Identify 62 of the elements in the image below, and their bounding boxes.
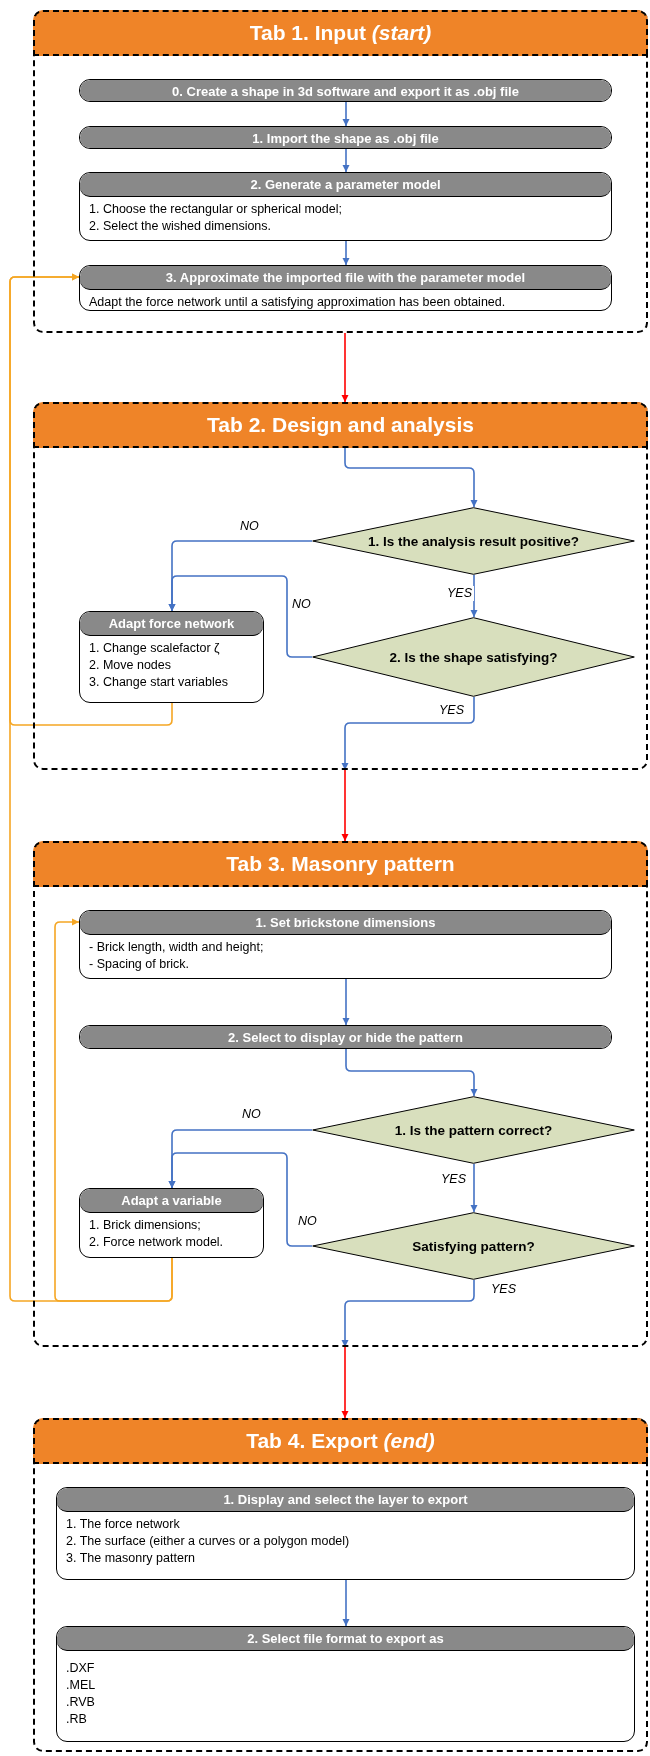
arrow (470, 574, 478, 618)
process-box (79, 611, 264, 703)
decision-text: 1. Is the analysis result positive? (368, 533, 579, 549)
tab-header: Tab 1. Input (start) (33, 10, 648, 56)
tab-header: Tab 3. Masonry pattern (33, 841, 648, 887)
tab-panel (33, 10, 648, 333)
arrow (341, 1279, 475, 1348)
step-text: - Spacing of brick. (88, 956, 191, 973)
arrow (342, 978, 350, 1026)
step-text: .RVB (65, 1694, 96, 1711)
process-box (79, 172, 612, 241)
step-text: 3. Change start variables (88, 674, 229, 691)
step-text: 2. Select the wished dimensions. (88, 218, 273, 235)
step-text: - Brick length, width and height; (88, 939, 265, 956)
arrow (341, 1346, 349, 1419)
step-heading: Adapt force network (80, 612, 263, 636)
step-text: 2. Force network model. (88, 1234, 225, 1251)
tab-panel (33, 402, 648, 770)
process-box (56, 1626, 635, 1742)
decision-text: Satisfying pattern? (412, 1238, 535, 1254)
decision-text: 1. Is the pattern correct? (394, 1122, 553, 1138)
step-heading: 3. Approximate the imported file with the parameter model (80, 266, 611, 290)
decision-text: 2. Is the shape satisfying? (389, 649, 558, 665)
arrow (341, 769, 349, 842)
step-text: 3. The masonry pattern (65, 1550, 196, 1567)
step-text: 2. Move nodes (88, 657, 172, 674)
step-text: 1. The force network (65, 1516, 181, 1533)
step-text: 1. Brick dimensions; (88, 1217, 202, 1234)
step-heading: 1. Import the shape as .obj file (80, 127, 611, 148)
tab-header: Tab 2. Design and analysis (33, 402, 648, 448)
arrow (168, 575, 313, 658)
arrow (341, 332, 349, 403)
step-heading: 2. Select file format to export as (57, 1627, 634, 1651)
step-text: 2. The surface (either a curves or a polygon model) (65, 1533, 351, 1550)
tab-header: Tab 4. Export (end) (33, 1418, 648, 1464)
tab-panel (33, 1418, 648, 1752)
arrow (345, 1048, 478, 1097)
step-text: Adapt the force network until a satisfying approximation has been obtained. (88, 294, 507, 310)
step-heading: Adapt a variable (80, 1189, 263, 1213)
tab-panel (33, 841, 648, 1347)
process-box (79, 265, 612, 311)
process-box (79, 1188, 264, 1258)
arrow (9, 273, 173, 1302)
step-heading: 1. Set brickstone dimensions (80, 911, 611, 935)
step-text: .RB (65, 1711, 88, 1728)
arrow (168, 1152, 313, 1247)
step-text: 1. Change scalefactor ζ (88, 640, 221, 657)
step-text: .MEL (65, 1677, 97, 1694)
process-box (79, 910, 612, 979)
step-text: .DXF (65, 1660, 96, 1677)
arrow (342, 240, 350, 266)
step-heading: 2. Select to display or hide the pattern (80, 1026, 611, 1048)
arrow (470, 1163, 478, 1213)
step-heading: 0. Create a shape in 3d software and export it as .obj file (80, 80, 611, 101)
edge-label: YES (445, 586, 474, 601)
arrow (341, 696, 475, 771)
step-heading: 1. Display and select the layer to export (57, 1488, 634, 1512)
arrow (344, 447, 478, 508)
step-heading: 2. Generate a parameter model (80, 173, 611, 197)
process-box (56, 1487, 635, 1580)
arrow (342, 1579, 350, 1627)
step-text: 1. Choose the rectangular or spherical model; (88, 201, 343, 218)
